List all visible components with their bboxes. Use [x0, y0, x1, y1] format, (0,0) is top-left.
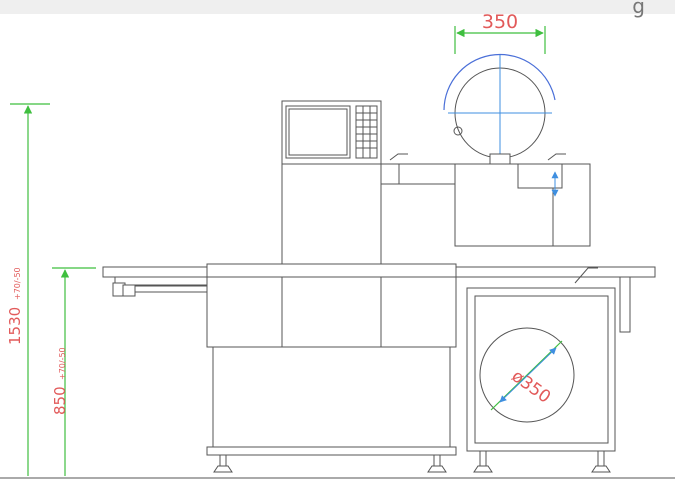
conveyor-height-label: 850 [51, 386, 69, 415]
main-body [206, 263, 457, 456]
top-width-label: 350 [482, 11, 518, 33]
total-height-dimension: 1530 +70/-50 [6, 103, 50, 476]
header-strip: g [0, 0, 675, 18]
total-height-label: 1530 [6, 307, 24, 345]
top-width-dimension: 350 [454, 11, 546, 54]
header-partial-text: g [632, 0, 645, 18]
control-panel [281, 100, 382, 165]
total-height-tolerance: +70/-50 [13, 267, 22, 300]
labeling-unit [380, 153, 591, 247]
legs-cabinet [473, 451, 611, 473]
conveyor-height-tolerance: +70/-50 [58, 347, 67, 380]
conveyor-height-dimension: 850 +70/-50 [51, 267, 96, 476]
legs-main [213, 455, 447, 473]
column-stand [281, 163, 382, 265]
label-roll [443, 53, 556, 170]
unwinder-cabinet: ø350 [466, 287, 616, 452]
